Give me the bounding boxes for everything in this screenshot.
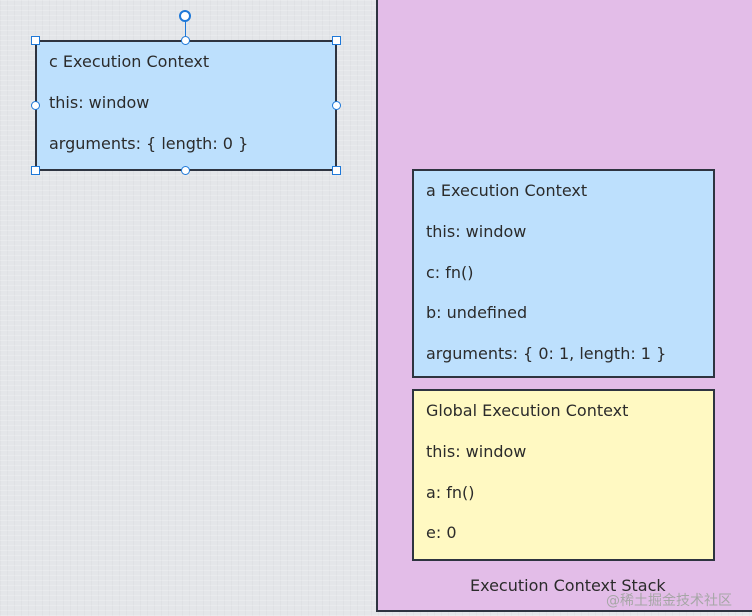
connect-point-right[interactable]: [332, 101, 341, 110]
a-context-title: a Execution Context: [426, 181, 588, 200]
global-context-a: a: fn(): [426, 483, 475, 502]
connect-point-left[interactable]: [31, 101, 40, 110]
stack-title: Execution Context Stack: [470, 576, 666, 595]
c-context-arguments: arguments: { length: 0 }: [49, 134, 249, 153]
global-context-e: e: 0: [426, 523, 457, 542]
a-execution-context-box[interactable]: a Execution Context this: window c: fn()…: [412, 169, 715, 378]
c-context-this: this: window: [49, 93, 150, 112]
resize-handle-top-left[interactable]: [31, 36, 40, 45]
global-context-title: Global Execution Context: [426, 401, 629, 420]
global-execution-context-box[interactable]: Global Execution Context this: window a:…: [412, 389, 715, 561]
connect-point-bottom[interactable]: [181, 166, 190, 175]
resize-handle-bottom-right[interactable]: [332, 166, 341, 175]
a-context-arguments: arguments: { 0: 1, length: 1 }: [426, 344, 667, 363]
a-context-c: c: fn(): [426, 263, 474, 282]
global-context-this: this: window: [426, 442, 527, 461]
a-context-this: this: window: [426, 222, 527, 241]
resize-handle-top-right[interactable]: [332, 36, 341, 45]
c-execution-context-box[interactable]: c Execution Context this: window argumen…: [35, 40, 337, 171]
watermark: @稀土掘金技术社区: [606, 593, 732, 609]
rotate-handle-stem: [185, 21, 186, 37]
resize-handle-bottom-left[interactable]: [31, 166, 40, 175]
connect-point-top[interactable]: [181, 36, 190, 45]
c-context-title: c Execution Context: [49, 52, 210, 71]
a-context-b: b: undefined: [426, 303, 528, 322]
rotate-handle[interactable]: [179, 10, 191, 22]
